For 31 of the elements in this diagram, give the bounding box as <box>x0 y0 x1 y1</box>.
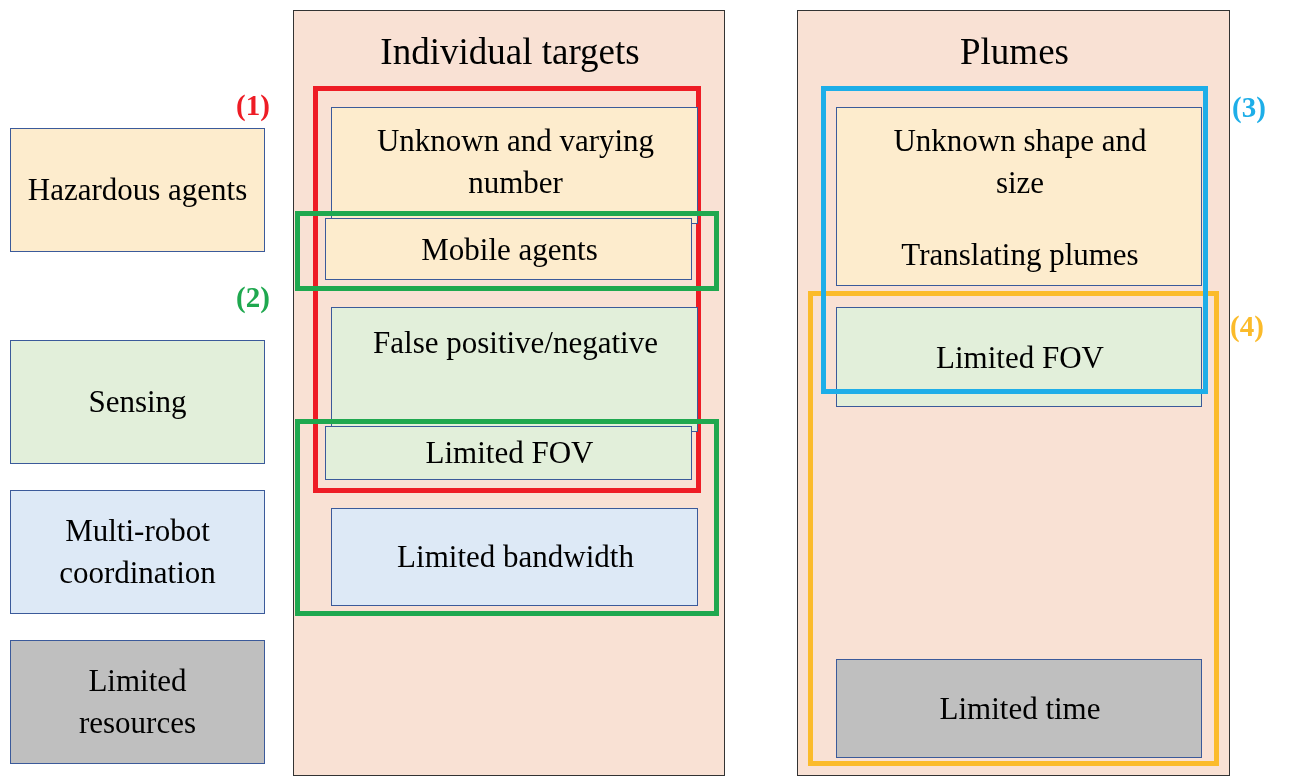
legend-label: Sensing <box>87 383 188 421</box>
column-panel <box>797 10 1230 776</box>
category-box <box>836 107 1202 286</box>
highlight-frame <box>295 419 719 616</box>
column-heading: Individual targets <box>379 31 641 73</box>
category-box <box>331 508 698 606</box>
group-number: (3) <box>1232 90 1266 124</box>
box-text: Translating plumes <box>900 236 1140 274</box>
highlight-frame <box>808 291 1219 766</box>
box-text: Unknown shape and size <box>892 122 1148 202</box>
box-text: Unknown and varying number <box>375 122 656 202</box>
group-number: (1) <box>236 88 270 122</box>
category-box <box>325 426 692 480</box>
highlight-frame <box>295 211 719 291</box>
box-text: False positive/negative <box>372 324 659 362</box>
category-box <box>836 659 1202 758</box>
group-number: (4) <box>1230 309 1264 343</box>
box-text: Mobile agents <box>420 231 599 269</box>
legend-label: Multi-robot coordination <box>58 512 217 592</box>
legend-label: Limited resources <box>77 662 198 742</box>
column-heading: Plumes <box>959 31 1070 73</box>
category-box <box>331 307 698 432</box>
box-text: Limited FOV <box>935 339 1105 377</box>
category-box <box>836 307 1202 407</box>
box-text: Limited FOV <box>424 434 595 472</box>
highlight-frame <box>821 86 1208 394</box>
box-text: Limited time <box>938 690 1102 728</box>
box-text: Limited bandwidth <box>396 538 635 576</box>
category-box <box>331 107 698 224</box>
legend-label: Hazardous agents <box>27 171 248 209</box>
group-number: (2) <box>236 280 270 314</box>
